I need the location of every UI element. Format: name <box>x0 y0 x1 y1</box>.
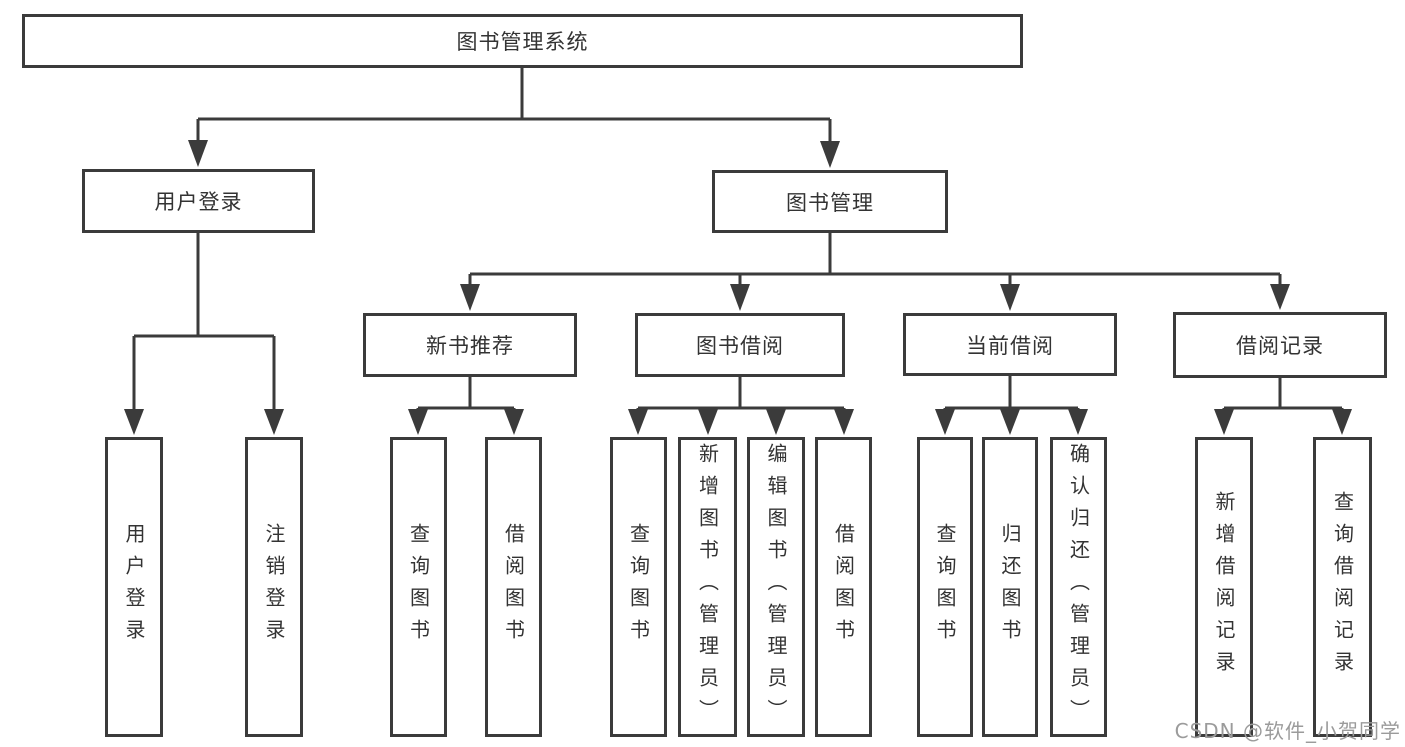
node-root: 图书管理系统 <box>22 14 1023 68</box>
leaf-confirm-return-admin-label: 确认归还（管理员） <box>1066 443 1091 731</box>
leaf-add-book-admin: 新增图书（管理员） <box>678 437 737 737</box>
leaf-user-login: 用户登录 <box>105 437 163 737</box>
leaf-borrow-book-recommend: 借阅图书 <box>485 437 542 737</box>
arrow-down-icon <box>504 409 524 435</box>
arrow-down-icon <box>1270 284 1290 310</box>
arrow-down-icon <box>820 141 840 168</box>
leaf-edit-book-admin-label: 编辑图书（管理员） <box>764 443 788 731</box>
arrow-down-icon <box>460 284 480 311</box>
leaf-return-book: 归还图书 <box>982 437 1038 737</box>
arrow-down-icon <box>1000 284 1020 311</box>
leaf-add-borrow-record: 新增借阅记录 <box>1195 437 1253 737</box>
leaf-query-book-recommend: 查询图书 <box>390 437 447 737</box>
leaf-return-book-label: 归还图书 <box>998 523 1022 651</box>
leaf-add-book-admin-label: 新增图书（管理员） <box>695 443 720 731</box>
arrowheads <box>124 140 1352 435</box>
arrow-down-icon <box>1214 409 1234 435</box>
leaf-query-book-current: 查询图书 <box>917 437 973 737</box>
node-book-borrowing: 图书借阅 <box>635 313 845 377</box>
arrow-down-icon <box>698 409 718 435</box>
leaf-query-book-borrowing: 查询图书 <box>610 437 667 737</box>
leaf-query-book-recommend-label: 查询图书 <box>406 523 431 651</box>
arrow-down-icon <box>264 409 284 435</box>
node-current-borrowing-label: 当前借阅 <box>966 333 1054 358</box>
node-borrowing-records-label: 借阅记录 <box>1236 334 1324 358</box>
node-user-login: 用户登录 <box>82 169 315 233</box>
node-book-management: 图书管理 <box>712 170 948 233</box>
arrow-down-icon <box>730 284 750 311</box>
arrow-down-icon <box>1332 409 1352 435</box>
arrow-down-icon <box>766 409 786 435</box>
leaf-edit-book-admin: 编辑图书（管理员） <box>747 437 805 737</box>
arrow-down-icon <box>935 409 955 435</box>
leaf-logout: 注销登录 <box>245 437 303 737</box>
arrow-down-icon <box>834 409 854 435</box>
node-new-book-recommend-label: 新书推荐 <box>426 334 514 358</box>
leaf-logout-label: 注销登录 <box>262 523 286 651</box>
node-book-borrowing-label: 图书借阅 <box>696 334 784 358</box>
leaf-query-borrow-record: 查询借阅记录 <box>1313 437 1372 737</box>
leaf-confirm-return-admin: 确认归还（管理员） <box>1050 437 1107 737</box>
arrow-down-icon <box>1068 409 1088 435</box>
node-current-borrowing: 当前借阅 <box>903 313 1117 376</box>
leaf-add-borrow-record-label: 新增借阅记录 <box>1212 491 1236 683</box>
arrow-down-icon <box>408 409 428 435</box>
leaf-user-login-label: 用户登录 <box>122 523 146 651</box>
arrow-down-icon <box>124 409 144 435</box>
leaf-borrow-book-recommend-label: 借阅图书 <box>501 523 526 651</box>
leaf-query-book-borrowing-label: 查询图书 <box>626 523 651 651</box>
arrow-down-icon <box>188 140 208 167</box>
node-user-login-label: 用户登录 <box>154 190 243 214</box>
node-book-management-label: 图书管理 <box>786 190 874 215</box>
node-new-book-recommend: 新书推荐 <box>363 313 577 377</box>
leaf-borrow-book-label: 借阅图书 <box>831 523 856 651</box>
arrow-down-icon <box>1000 409 1020 435</box>
node-root-label: 图书管理系统 <box>456 30 589 54</box>
csdn-watermark: CSDN @软件_小贺同学 <box>1174 719 1401 743</box>
node-borrowing-records: 借阅记录 <box>1173 312 1387 378</box>
leaf-query-book-current-label: 查询图书 <box>933 523 957 651</box>
leaf-query-borrow-record-label: 查询借阅记录 <box>1330 491 1355 683</box>
leaf-borrow-book: 借阅图书 <box>815 437 872 737</box>
arrow-down-icon <box>628 409 648 435</box>
